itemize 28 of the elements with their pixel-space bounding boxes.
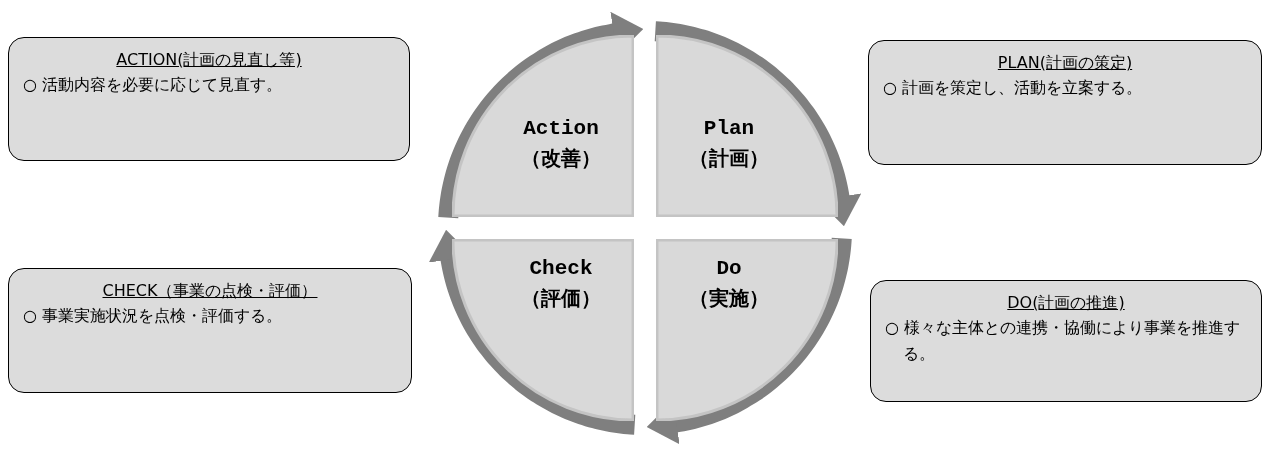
segment-subheading: （実施） <box>689 285 769 311</box>
card-heading: PLAN(計画の策定) <box>997 53 1133 73</box>
segment-subheading: （評価） <box>521 285 601 311</box>
text-card <box>868 40 1262 165</box>
curved-arrow <box>646 235 852 445</box>
segment-heading: Do <box>716 257 742 281</box>
card-heading: CHECK（事業の点検・評価） <box>102 281 318 301</box>
curved-arrow <box>428 229 638 435</box>
text-card <box>870 280 1262 402</box>
quarter-circle-segment <box>656 239 838 421</box>
segment-subheading: （改善） <box>521 145 601 171</box>
card-text: ○ 活動内容を必要に応じて見直す。 <box>23 74 284 96</box>
card-text: ○ 計画を策定し、活動を立案する。 <box>883 77 1144 99</box>
card-text: ○ 事業実施状況を点検・評価する。 <box>23 305 284 327</box>
curved-arrow <box>652 21 862 227</box>
segment-heading: Action <box>523 117 599 141</box>
card-heading: ACTION(計画の見直し等) <box>116 50 302 70</box>
segment-subheading: （計画） <box>689 145 769 171</box>
segment-heading: Check <box>529 257 593 281</box>
quarter-circle-segment <box>452 35 634 217</box>
quarter-circle-segment <box>452 239 634 421</box>
quarter-circle-segment <box>656 35 838 217</box>
curved-arrow <box>438 11 644 221</box>
card-text: ○ 様々な主体との連携・協働により事業を推進する。 <box>885 317 1242 365</box>
segment-heading: Plan <box>703 117 755 141</box>
text-card <box>8 268 412 393</box>
card-heading: DO(計画の推進) <box>1007 293 1125 313</box>
text-card <box>8 37 410 161</box>
